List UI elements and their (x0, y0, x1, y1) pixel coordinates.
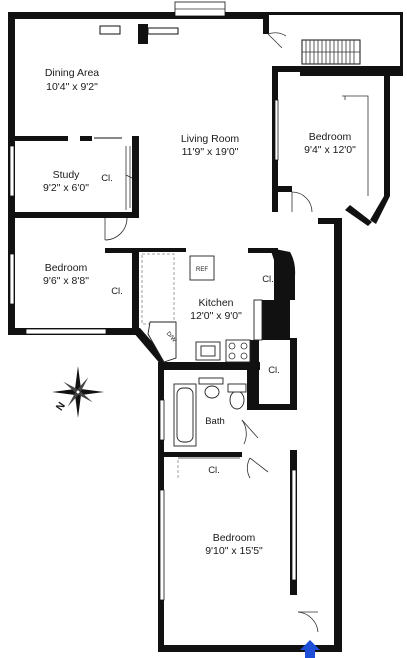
hall-closet-label: Cl. (268, 365, 280, 376)
doors (104, 32, 369, 633)
compass-rose-icon: N (52, 366, 104, 418)
room-labels: Dining Area 10'4" x 9'2" Living Room 11'… (43, 67, 356, 557)
bath-name: Bath (205, 416, 225, 427)
refrigerator-icon (189, 255, 215, 281)
bedroom-ne-dims: 9'4" x 12'0" (304, 144, 356, 156)
kitchen-dims: 12'0" x 9'0" (190, 310, 242, 322)
bedroom-w-name: Bedroom (45, 262, 88, 274)
living-dims: 11'9" x 19'0" (182, 146, 239, 158)
refrigerator-label: REF (196, 267, 208, 273)
study-dims: 9'2" x 6'0" (43, 182, 89, 194)
bath-fixtures (173, 377, 247, 447)
kitchen-name: Kitchen (198, 297, 233, 309)
bedroom-ne-name: Bedroom (309, 131, 352, 143)
dining-name: Dining Area (45, 67, 99, 79)
dining-dims: 10'4" x 9'2" (46, 81, 98, 93)
stove-icon (225, 339, 251, 363)
bedroom-w-closet-label: Cl. (111, 286, 123, 297)
living-name: Living Room (181, 133, 240, 145)
bath-closet-label: Cl. (208, 465, 220, 476)
toilet-icon (229, 390, 245, 410)
compass-label: N (54, 400, 68, 413)
kitchen-fixtures (141, 253, 263, 363)
study-openings (22, 24, 179, 139)
windows (9, 1, 297, 601)
study-closet-label: Cl. (101, 173, 113, 184)
closet-lines (177, 96, 346, 478)
entry-arrow-icon (300, 640, 320, 658)
stairs (301, 39, 361, 65)
bedroom-s-dims: 9'10" x 15'5" (205, 545, 263, 557)
bedroom-s-name: Bedroom (213, 532, 256, 544)
study-name: Study (53, 169, 81, 181)
bedroom-w-dims: 9'6" x 8'8" (43, 275, 89, 287)
kitchen-closet-label: Cl. (262, 274, 274, 285)
bath-sink-icon (204, 385, 220, 399)
